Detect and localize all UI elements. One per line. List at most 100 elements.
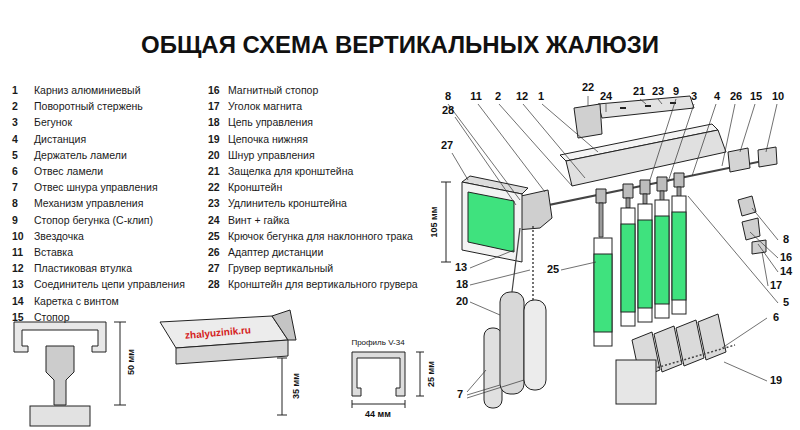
part-name: Каретка с винтом (34, 295, 119, 308)
dimension-line (114, 322, 126, 405)
grover-housing (462, 182, 522, 262)
dimension: 105 мм (429, 207, 440, 238)
list-number: 24 (208, 214, 220, 227)
dimension: 50 мм (126, 349, 137, 375)
dimension: 44 мм (365, 409, 391, 420)
list-number: 27 (208, 262, 220, 275)
control-cord (512, 228, 520, 292)
dimension: 25 мм (426, 361, 437, 387)
headrail (566, 130, 726, 186)
callout-number: 16 (780, 251, 792, 264)
list-number: 12 (12, 262, 24, 275)
list-number: 3 (12, 116, 18, 129)
cord-weight (484, 328, 502, 408)
carriage-section (46, 346, 74, 405)
control-chain (532, 226, 534, 300)
list-number: 13 (12, 278, 24, 291)
callout-number: 2 (495, 90, 501, 103)
part-name: Цепь управления (228, 116, 313, 129)
callout-number: 25 (547, 263, 559, 276)
part-name: Кронштейн (228, 181, 282, 194)
profile-section (352, 352, 405, 396)
part-name: Карниз алюминиевый (34, 84, 141, 97)
slat-fabric (621, 224, 635, 312)
slat (672, 196, 686, 314)
part-name: Цепочка нижняя (228, 133, 308, 146)
callout-number: 19 (770, 374, 782, 387)
cord-weight (500, 292, 524, 394)
dimension-line (352, 352, 424, 408)
list-number: 5 (12, 149, 18, 162)
list-number: 2 (12, 100, 18, 113)
bracket-hook (272, 310, 296, 340)
list-number: 26 (208, 246, 220, 259)
end-caps (728, 147, 777, 172)
callout-number: 28 (442, 104, 454, 117)
callout-number: 27 (441, 139, 453, 152)
profile-name: Профиль V-34 (351, 338, 404, 348)
slat (594, 238, 612, 346)
list-number: 17 (208, 100, 220, 113)
dimension-line (277, 358, 287, 415)
list-number: 19 (208, 133, 220, 146)
part-name: Крючок бегунка для наклонного трака (228, 230, 413, 243)
slat-fabric (672, 212, 686, 300)
slat (638, 204, 652, 322)
list-number: 18 (208, 116, 220, 129)
list-number: 10 (12, 230, 24, 243)
part-name: Винт + гайка (228, 214, 289, 227)
callout-number: 20 (456, 295, 468, 308)
part-name: Стопор бегунка (С-клип) (34, 214, 153, 227)
part-name: Шнур управления (228, 149, 315, 162)
callout-number: 22 (582, 81, 594, 94)
slat-fabric (655, 216, 669, 304)
callout-number: 5 (783, 296, 789, 309)
callout-number: 12 (516, 90, 528, 103)
cord-weight (524, 300, 546, 390)
part-name: Уголок магнита (228, 100, 302, 113)
list-number: 4 (12, 133, 18, 146)
part-name: Отвес шнура управления (34, 181, 158, 194)
part-name: Магнитный стопор (228, 84, 318, 97)
callout-number: 26 (730, 90, 742, 103)
list-number: 23 (208, 197, 220, 210)
slat-fabric (638, 220, 652, 308)
list-number: 6 (12, 165, 18, 178)
callout-number: 15 (750, 90, 762, 103)
weight-plate (616, 360, 656, 404)
callout-number: 9 (673, 85, 679, 98)
part-name: Удлинитель кронштейна (228, 197, 347, 210)
list-number: 7 (12, 181, 18, 194)
callout-number: 10 (772, 90, 784, 103)
callout-number: 17 (770, 279, 782, 292)
part-name: Стопор (34, 311, 69, 324)
list-number: 14 (12, 295, 24, 308)
part-name: Адаптер дистанции (228, 246, 323, 259)
list-number: 1 (12, 84, 18, 97)
callout-number: 18 (456, 278, 468, 291)
callout-number: 8 (783, 233, 789, 246)
part-name: Поворотный стержень (34, 100, 143, 113)
part-name: Соединитель цепи управления (34, 278, 185, 291)
list-number: 21 (208, 165, 220, 178)
callout-number: 6 (773, 311, 779, 324)
list-number: 11 (12, 246, 23, 259)
part-name: Грувер вертикальный (228, 262, 333, 275)
part-name: Дистанция (34, 133, 86, 146)
part-name: Пластиковая втулка (34, 262, 132, 275)
leader-lines (448, 96, 778, 398)
part-name: Звездочка (34, 230, 84, 243)
callout-number: 14 (780, 265, 792, 278)
dimension-line (441, 182, 451, 262)
list-number: 28 (208, 278, 220, 291)
bracket-extender (598, 96, 694, 118)
callout-number: 23 (652, 85, 664, 98)
magnet-stopper (738, 196, 766, 254)
slat-fabric (594, 254, 612, 332)
callout-number: 3 (691, 90, 697, 103)
part-name: Защелка для кронштейна (228, 165, 353, 178)
callout-number: 7 (457, 388, 463, 401)
list-number: 22 (208, 181, 220, 194)
part-name: Отвес ламели (34, 165, 103, 178)
